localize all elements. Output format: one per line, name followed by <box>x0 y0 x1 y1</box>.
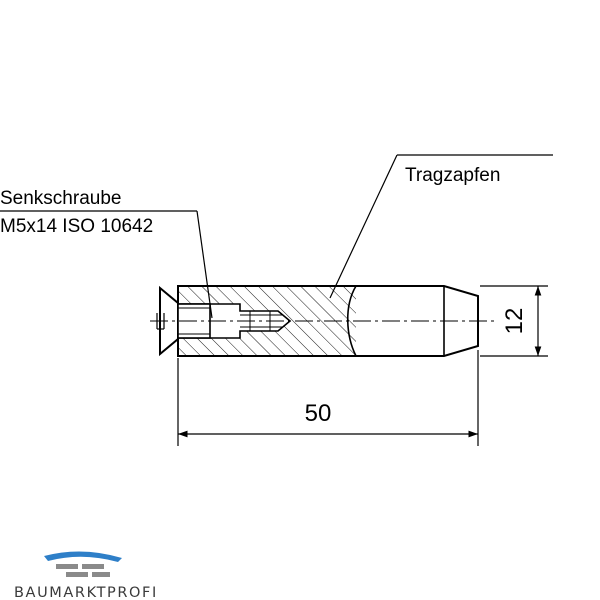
logo-brick-1 <box>56 564 78 569</box>
brand-logo: BAUMARKTPROFI <box>14 551 158 600</box>
logo-brick-3 <box>66 572 88 577</box>
screw-head <box>159 285 179 357</box>
callout-screw: Senkschraube M5x14 ISO 10642 <box>0 188 213 319</box>
screw-label-line2: M5x14 ISO 10642 <box>0 216 153 237</box>
dimension-diameter-value: 12 <box>501 308 528 335</box>
dimension-length: 50 <box>177 350 479 446</box>
logo-brick-2 <box>82 564 104 569</box>
dimension-diameter: 12 <box>480 285 548 357</box>
logo-brick-4 <box>92 572 110 577</box>
logo-roof-icon <box>44 551 122 562</box>
screw-label-line1: Senkschraube <box>0 188 121 209</box>
dimension-length-value: 50 <box>305 400 332 427</box>
screw-leader <box>196 210 213 319</box>
logo-text: BAUMARKTPROFI <box>14 585 158 600</box>
pin-label: Tragzapfen <box>405 165 500 186</box>
pin-leader <box>329 154 398 299</box>
callout-pin: Tragzapfen <box>329 154 553 299</box>
